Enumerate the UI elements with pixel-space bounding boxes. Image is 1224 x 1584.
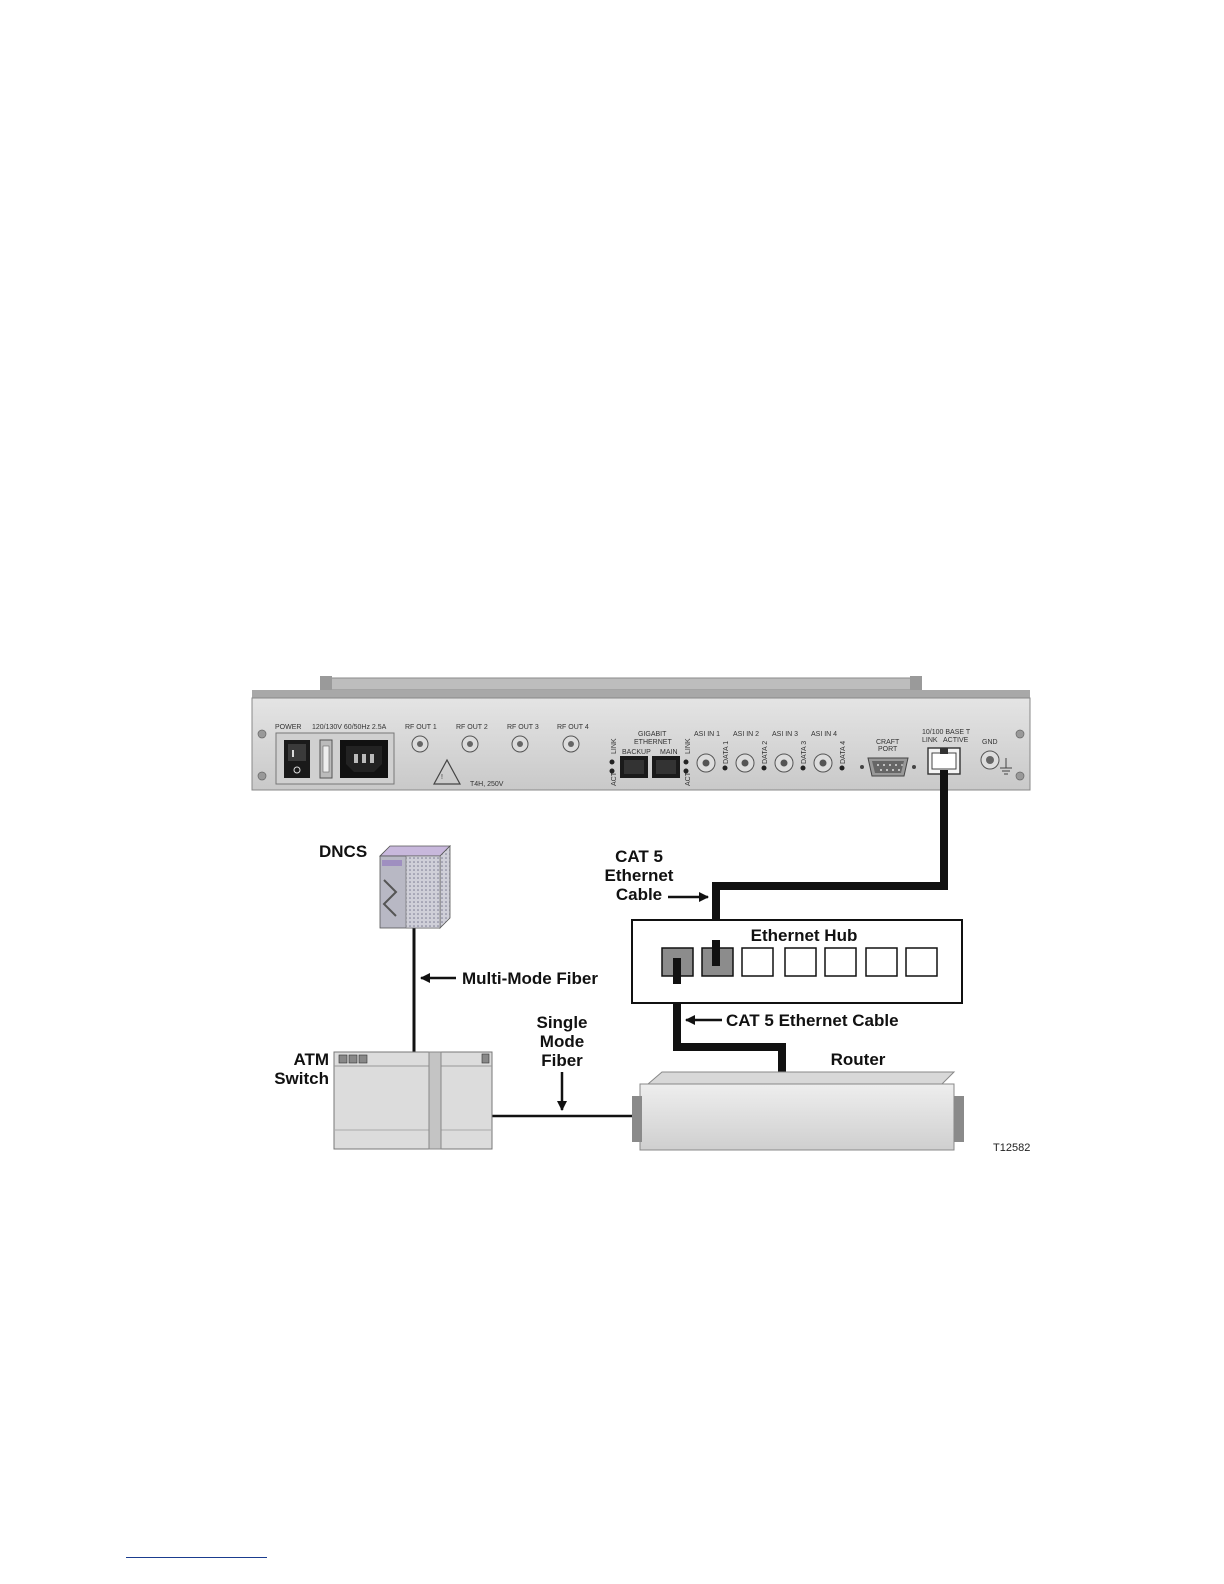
craft-serial-port[interactable] — [867, 757, 909, 777]
power-label: POWER — [275, 724, 301, 731]
rf-out-3-connector[interactable] — [511, 735, 529, 753]
cat5-label-line3: Cable — [616, 885, 662, 904]
asi-input-group: ASI IN 1 ASI IN 2 ASI IN 3 ASI IN 4 DATA… — [694, 731, 847, 773]
asi-in-1-label: ASI IN 1 — [694, 731, 720, 738]
ethernet-hub-label: Ethernet Hub — [751, 926, 858, 945]
rf-out-4-label: RF OUT 4 — [557, 724, 589, 731]
voltage-label: 120/130V 60/50Hz 2.5A — [312, 724, 387, 731]
gbe-link-label-left: LINK — [611, 738, 618, 754]
router — [632, 1071, 964, 1151]
backup-label: BACKUP — [622, 749, 651, 756]
gbe-main-port[interactable] — [652, 756, 680, 778]
single-mode-label-line3: Fiber — [541, 1051, 583, 1070]
rf-out-2-connector[interactable] — [461, 735, 479, 753]
rf-out-4-connector[interactable] — [562, 735, 580, 753]
cat5-cable-hub-to-router — [673, 962, 786, 1072]
gigabit-label: GIGABIT — [638, 731, 667, 738]
rf-out-1-label: RF OUT 1 — [405, 724, 437, 731]
asi-in-3-label: ASI IN 3 — [772, 731, 798, 738]
port-label: PORT — [878, 746, 898, 753]
single-mode-label-line2: Mode — [540, 1032, 584, 1051]
hub-port-7[interactable] — [905, 947, 938, 977]
base-t-label: 10/100 BASE T — [922, 729, 971, 736]
ac-inlet — [340, 740, 388, 778]
cat5-label-line1: CAT 5 — [615, 847, 663, 866]
fuse-holder — [319, 739, 333, 779]
hub-port-3[interactable] — [741, 947, 774, 977]
gnd-label: GND — [982, 739, 998, 746]
data-4-led — [839, 765, 845, 771]
asi-in-2-label: ASI IN 2 — [733, 731, 759, 738]
rf-out-3-label: RF OUT 3 — [507, 724, 539, 731]
cat5-ethernet-cable-label: CAT 5 Ethernet Cable — [726, 1011, 899, 1030]
hub-port-5[interactable] — [824, 947, 857, 977]
data-1-label: DATA 1 — [723, 741, 730, 764]
hub-port-4[interactable] — [784, 947, 817, 977]
gbe-act-label-left: ACT — [611, 771, 618, 786]
active-label: ACTIVE — [943, 737, 969, 744]
craft-label: CRAFT — [876, 739, 900, 746]
gigabit-ethernet-group: GIGABIT ETHERNET BACKUP MAIN LINK ACT LI… — [609, 731, 692, 786]
data-3-label: DATA 3 — [801, 741, 808, 764]
data-2-label: DATA 2 — [762, 741, 769, 764]
device-rear-panel: POWER 120/130V 60/50Hz 2.5A RF OUT 1 RF … — [251, 676, 1031, 791]
gbe-led-3 — [683, 759, 689, 765]
main-label: MAIN — [660, 749, 678, 756]
dncs-server — [379, 845, 451, 929]
ground-icon — [1000, 758, 1012, 775]
asi-in-4-label: ASI IN 4 — [811, 731, 837, 738]
base-t-group: 10/100 BASE T LINK ACTIVE — [922, 729, 971, 775]
ethernet-label: ETHERNET — [634, 739, 672, 746]
rf-out-1-connector[interactable] — [411, 735, 429, 753]
asi-in-1-connector[interactable] — [696, 753, 716, 773]
data-1-led — [722, 765, 728, 771]
warning-triangle-icon — [432, 758, 462, 785]
data-2-led — [761, 765, 767, 771]
gbe-backup-port[interactable] — [620, 756, 648, 778]
atm-switch — [333, 1051, 493, 1150]
power-switch[interactable] — [284, 740, 310, 778]
rj45-port[interactable] — [927, 747, 961, 775]
router-label: Router — [831, 1050, 886, 1069]
rf-out-2-label: RF OUT 2 — [456, 724, 488, 731]
gbe-led-2 — [609, 768, 615, 774]
dncs-label: DNCS — [319, 842, 367, 861]
link-port-label: LINK — [922, 737, 938, 744]
ethernet-hub — [631, 919, 963, 1004]
warning-glyph: ! — [441, 774, 443, 781]
asi-in-4-connector[interactable] — [813, 753, 833, 773]
atm-label-line2: Switch — [274, 1069, 329, 1088]
multi-mode-fiber-label: Multi-Mode Fiber — [462, 969, 598, 988]
fuse-rating-label: T4H, 250V — [470, 781, 504, 788]
gbe-act-label-right: ACT — [685, 771, 692, 786]
asi-in-3-connector[interactable] — [774, 753, 794, 773]
single-mode-label-line1: Single — [536, 1013, 587, 1032]
asi-in-2-connector[interactable] — [735, 753, 755, 773]
gnd-terminal[interactable] — [980, 750, 1000, 770]
cat5-label-line2: Ethernet — [605, 866, 674, 885]
hub-port-6[interactable] — [865, 947, 898, 977]
gbe-led-4 — [683, 768, 689, 774]
panel-screws — [257, 729, 1025, 781]
footer-rule — [126, 1557, 267, 1558]
gbe-led-1 — [609, 759, 615, 765]
atm-label-line1: ATM — [293, 1050, 329, 1069]
data-3-led — [800, 765, 806, 771]
craft-port-group: CRAFT PORT — [860, 739, 916, 777]
gbe-link-label-right: LINK — [685, 738, 692, 754]
rf-out-group: RF OUT 1 RF OUT 2 RF OUT 3 RF OUT 4 — [405, 724, 589, 753]
figure-id-label: T12582 — [993, 1142, 1030, 1154]
data-4-label: DATA 4 — [840, 741, 847, 764]
